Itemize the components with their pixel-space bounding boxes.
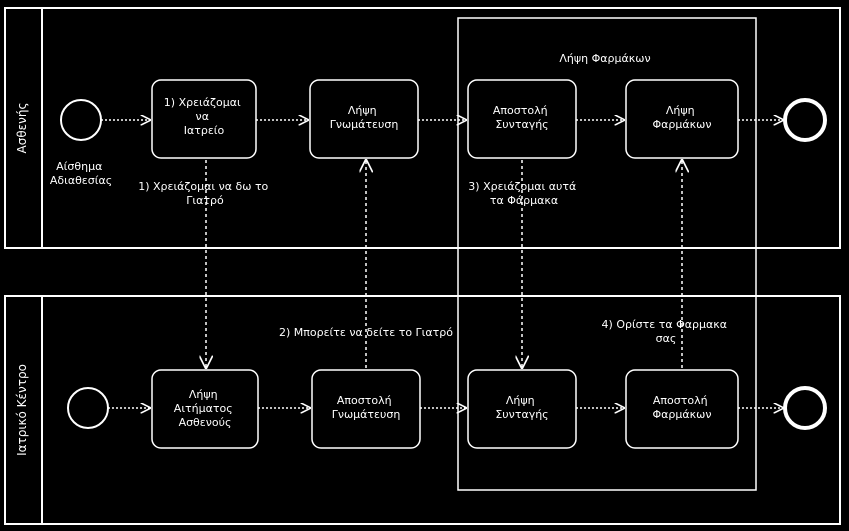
task-send-medicine: Αποστολή Φαρμάκων <box>625 369 739 449</box>
pool-medical-center: Ιατρικό Κέντρο <box>4 295 841 525</box>
group-title: Λήψη Φαρμάκων <box>559 52 650 65</box>
svg-text:Αποστολή Φαρμάκων: Αποστολή Φαρμάκων <box>653 394 712 421</box>
svg-text:Λήψη Γνωμάτευση: Λήψη Γνωμάτευση <box>330 104 399 131</box>
svg-text:Αποστολή Γνωμάτευση: Αποστολή Γνωμάτευση <box>332 394 401 421</box>
svg-text:Αποστολή Συνταγής: Αποστολή Συνταγής <box>493 104 551 131</box>
start-event-top <box>60 99 102 141</box>
lane-label-bottom: Ιατρικό Κέντρο <box>15 364 29 456</box>
task-receive-diagnosis: Λήψη Γνωμάτευση <box>309 79 419 159</box>
message-label-4: 4) Ορίστε τα Φαρμακα σας <box>602 318 731 345</box>
task-send-prescription: Αποστολή Συνταγής <box>467 79 577 159</box>
svg-text:Λήψη Φαρμάκων: Λήψη Φαρμάκων <box>653 104 712 131</box>
message-label-2: 2) Μπορείτε να δείτε το Γιατρό <box>279 326 453 339</box>
message-label-3: 3) Χρειάζομαι αυτά τα Φάρμακα <box>468 180 579 207</box>
group-medicine: Λήψη Φαρμάκων <box>457 17 757 491</box>
task-need-doctor: 1) Χρειάζομαι να Ιατρείο <box>151 79 257 159</box>
message-label-1: 1) Χρειάζομαι να δω το Γιατρό <box>138 180 272 207</box>
svg-text:1) Χρειάζομαι να Ι: 1) Χρειάζομαι να Ιατρείο <box>164 96 244 137</box>
start-event-bottom <box>67 387 109 429</box>
svg-text:Λήψη Συνταγής: Λήψη Συνταγής <box>495 394 548 421</box>
start-event-label-top: Αίσθημα Αδιαθεσίας <box>50 160 112 187</box>
task-receive-medicine: Λήψη Φαρμάκων <box>625 79 739 159</box>
svg-text:Λήψη Αιτήματος Ασθ: Λήψη Αιτήματος Ασθενούς <box>174 388 236 429</box>
task-send-diagnosis: Αποστολή Γνωμάτευση <box>311 369 421 449</box>
end-event-top <box>783 98 827 142</box>
task-receive-prescription: Λήψη Συνταγής <box>467 369 577 449</box>
lane-label-top: Ασθενής <box>15 103 29 154</box>
message-flows <box>206 160 682 368</box>
end-event-bottom <box>783 386 827 430</box>
pool-patient: Ασθενής <box>4 7 841 249</box>
task-receive-patient-request: Λήψη Αιτήματος Ασθενούς <box>151 369 259 449</box>
